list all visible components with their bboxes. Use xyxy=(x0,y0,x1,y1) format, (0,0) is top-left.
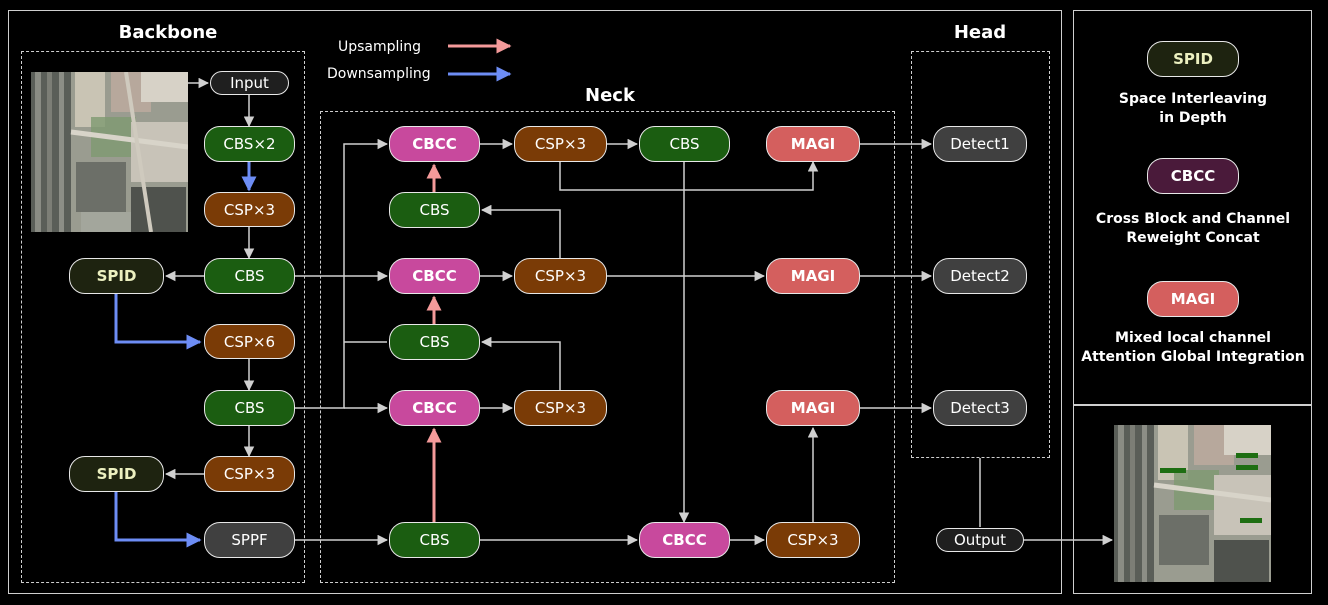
legend-panel-frame xyxy=(1073,10,1312,405)
csp-x3-node-a: CSP×3 xyxy=(204,192,295,227)
legend-spid-desc-1: Space Interleaving xyxy=(1118,91,1268,107)
cbcc-node-4: CBCC xyxy=(639,522,730,558)
cbcc-node-2: CBCC xyxy=(389,258,480,294)
cbs-neck-up2: CBS xyxy=(389,324,480,360)
cbs-node-b: CBS xyxy=(204,390,295,426)
cbs-neck-bottom: CBS xyxy=(389,522,480,558)
csp-x3-neck-4: CSP×3 xyxy=(766,522,860,558)
backbone-title: Backbone xyxy=(118,22,218,43)
legend-spid-swatch: SPID xyxy=(1147,41,1239,77)
detect3-node: Detect3 xyxy=(933,390,1027,426)
head-title: Head xyxy=(953,22,1007,43)
legend-magi-desc-1: Mixed local channel xyxy=(1115,330,1271,346)
detect2-node: Detect2 xyxy=(933,258,1027,294)
legend-cbcc-desc-1: Cross Block and Channel xyxy=(1095,211,1291,227)
detect1-node: Detect1 xyxy=(933,126,1027,162)
legend-spid-desc-2: in Depth xyxy=(1159,110,1227,126)
cbs-neck-top: CBS xyxy=(639,126,730,162)
sppf-node: SPPF xyxy=(204,522,295,558)
head-box xyxy=(911,51,1050,458)
spid-node-b: SPID xyxy=(69,456,164,492)
cbs-neck-up1: CBS xyxy=(389,192,480,228)
result-panel-frame xyxy=(1073,405,1312,594)
legend-magi-desc-2: Attention Global Integration xyxy=(1081,349,1305,365)
backbone-box xyxy=(21,51,305,583)
downsampling-label: Downsampling xyxy=(327,66,431,82)
csp-x3-neck-3: CSP×3 xyxy=(514,390,607,426)
spid-node-a: SPID xyxy=(69,258,164,294)
cbcc-node-3: CBCC xyxy=(389,390,480,426)
cbcc-node-1: CBCC xyxy=(389,126,480,162)
legend-cbcc-desc-2: Reweight Concat xyxy=(1126,230,1260,246)
cbs-node-a: CBS xyxy=(204,258,295,294)
magi-node-2: MAGI xyxy=(766,258,860,294)
output-node: Output xyxy=(936,528,1024,552)
magi-node-3: MAGI xyxy=(766,390,860,426)
upsampling-label: Upsampling xyxy=(338,39,422,55)
csp-x3-neck-2: CSP×3 xyxy=(514,258,607,294)
input-aerial-image xyxy=(31,72,188,232)
csp-x6-node: CSP×6 xyxy=(204,324,295,359)
legend-magi-swatch: MAGI xyxy=(1147,281,1239,317)
magi-node-1: MAGI xyxy=(766,126,860,162)
output-detection-image xyxy=(1114,425,1271,582)
main-panel-frame xyxy=(8,10,1062,594)
input-node: Input xyxy=(210,71,289,95)
csp-x3-neck-1: CSP×3 xyxy=(514,126,607,162)
neck-title: Neck xyxy=(585,85,635,106)
neck-box xyxy=(320,111,895,583)
csp-x3-node-b: CSP×3 xyxy=(204,456,295,492)
legend-cbcc-swatch: CBCC xyxy=(1147,158,1239,194)
cbs-x2-node: CBS×2 xyxy=(204,126,295,162)
